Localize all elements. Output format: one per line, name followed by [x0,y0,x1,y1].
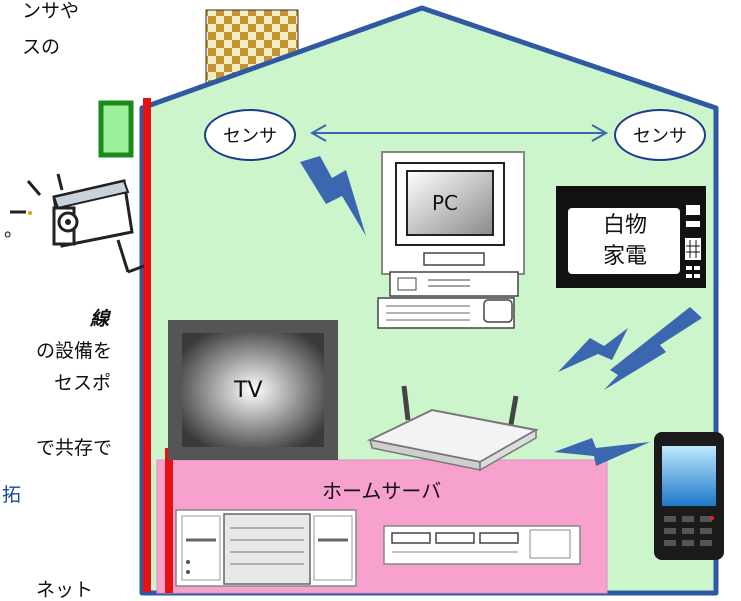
left-text-fragment: ンサや [22,0,80,22]
sensor-bubble-right: センサ [614,109,706,161]
left-text-fragment: 線 [90,308,110,330]
wireless-bolt-icon [558,328,628,372]
sensor-bubble-left: センサ [204,109,296,161]
inner-wall-line [165,448,173,593]
wireless-bolt-icon [604,307,702,390]
wireless-bolt-icon [554,438,650,466]
server-rack-icon [175,509,357,587]
sensor-link-arrow [309,124,609,142]
security-camera-icon [10,173,145,274]
router-icon [366,385,539,472]
wireless-bolt-icon [300,156,366,236]
appliance-label-line1: 白物 [603,213,648,238]
window [98,100,134,158]
sensor-label: センサ [633,126,687,147]
left-text-fragment: セスポ [54,372,112,394]
appliance-label-line2: 家電 [603,244,648,269]
left-text-fragment: スの [22,36,61,58]
left-text-fragment: ネット [36,579,94,601]
left-text-fragment: で共存で [36,437,113,459]
tv-label: TV [234,378,263,403]
home-server-label: ホームサーバ [322,479,442,503]
left-text-fragment: の設備を [36,340,113,362]
network-switch-icon [383,525,581,565]
tv-icon [168,320,338,460]
pc-icon [377,151,525,329]
mobile-phone-icon [654,432,724,560]
sensor-label: センサ [223,126,277,147]
pc-label: PC [432,191,459,215]
left-text-fragment: 。 [4,219,24,241]
left-text-fragment: 拓 [2,484,22,506]
outer-wall-line [143,98,151,592]
appliance-icon [556,186,706,288]
